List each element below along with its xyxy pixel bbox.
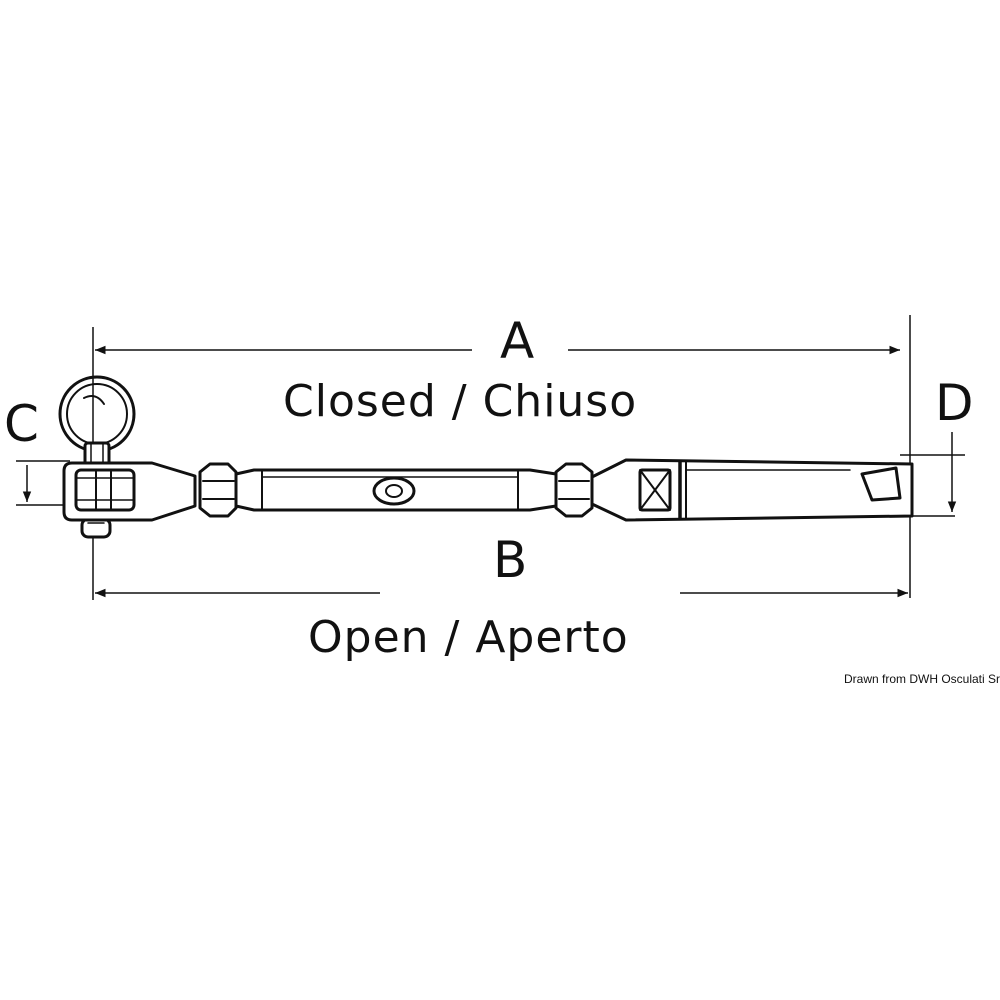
fork-jaw: [62, 461, 197, 522]
turnbuckle-body: [234, 468, 558, 512]
left-lock-nut: [198, 462, 238, 518]
dimension-c-label: C: [4, 395, 39, 453]
open-caption: Open / Aperto: [308, 612, 629, 663]
source-credit: Drawn from DWH Osculati Srl: [844, 672, 1000, 686]
dimension-d-label: D: [935, 374, 974, 432]
dimension-c-lines: [16, 460, 70, 506]
closed-caption: Closed / Chiuso: [283, 376, 638, 427]
swage-terminal: [590, 458, 914, 522]
turnbuckle-part: [58, 375, 914, 539]
split-ring: [58, 375, 136, 453]
dimension-b-label: B: [493, 531, 528, 589]
right-lock-nut: [554, 462, 594, 518]
dimension-a-label: A: [500, 312, 535, 370]
